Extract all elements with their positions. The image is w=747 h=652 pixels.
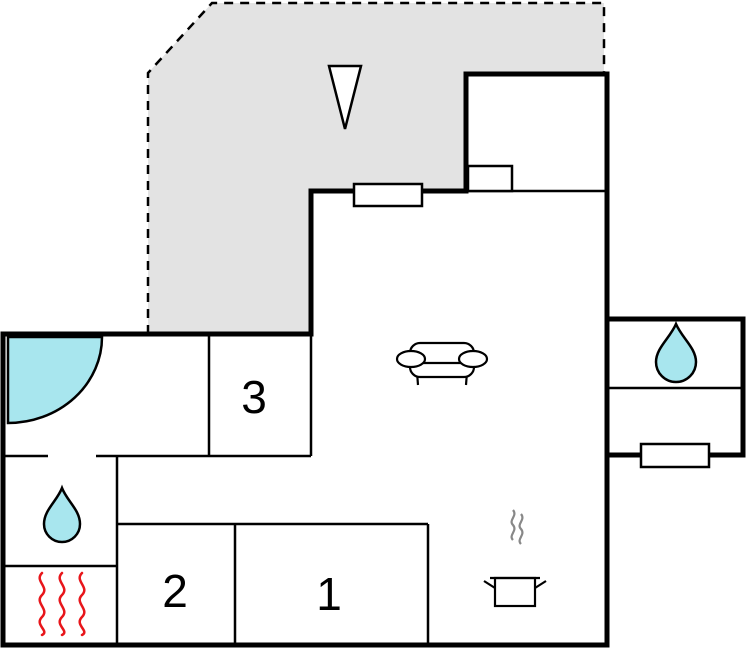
- interior-walls: [5, 189, 743, 645]
- cabinet-box: [466, 164, 514, 193]
- shower-quarter-circle-icon: [6, 335, 104, 425]
- room-number-3: 3: [241, 371, 267, 423]
- window-icon: [352, 182, 424, 208]
- water-drop-icon: [654, 320, 698, 384]
- sofa-icon: [395, 341, 489, 386]
- room-number-1: 1: [316, 568, 342, 620]
- sauna-heat-icon: [38, 571, 86, 637]
- water-drop-icon: [42, 484, 82, 544]
- window-icon: [639, 442, 711, 469]
- room-number-2: 2: [162, 565, 188, 617]
- north-arrow-icon: [327, 64, 363, 130]
- terrace-area: [146, 1, 606, 334]
- cooking-pot-icon: [483, 509, 547, 608]
